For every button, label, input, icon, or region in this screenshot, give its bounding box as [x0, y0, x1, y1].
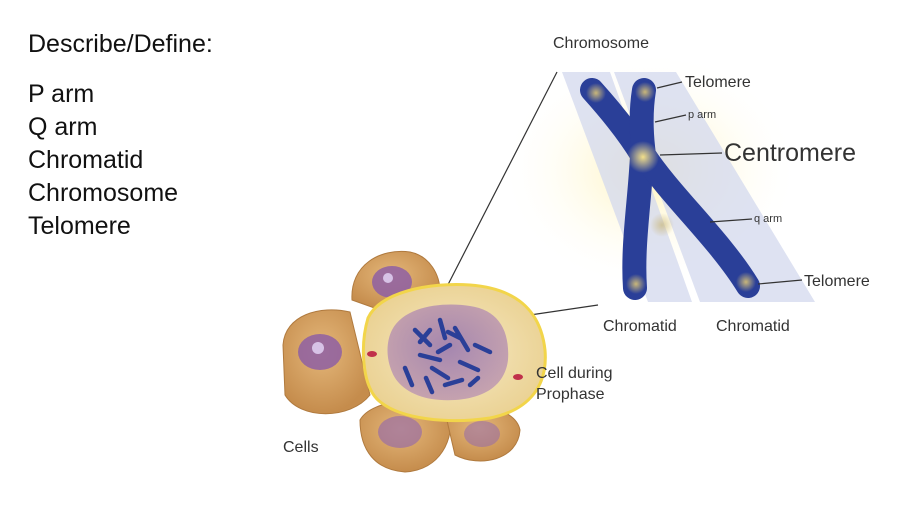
cell-nucleus [372, 266, 412, 298]
centrosome [367, 351, 377, 357]
term-item: P arm [28, 80, 95, 108]
leader-telomere-bottom [757, 279, 803, 285]
telomere-tip [586, 83, 606, 103]
label-telomere-top: Telomere [685, 74, 751, 91]
nucleolus [383, 273, 393, 283]
centromere-spot [627, 141, 659, 173]
label-p-arm: p arm [688, 109, 716, 121]
prompt-title: Describe/Define: [28, 30, 213, 58]
leader-q-arm [709, 218, 753, 223]
term-item: Q arm [28, 113, 98, 141]
cell-cluster [282, 250, 547, 473]
chromatid-band-right [614, 72, 815, 302]
leader-p-arm [654, 114, 687, 123]
label-cells: Cells [283, 439, 319, 456]
condensed-chromosomes [402, 317, 493, 395]
term-item: Telomere [28, 212, 131, 240]
label-chromatid-right: Chromatid [716, 318, 790, 335]
leader-telomere-top [656, 81, 683, 89]
centrosome [513, 374, 523, 380]
label-q-arm: q arm [754, 213, 782, 225]
term-item: Chromosome [28, 179, 179, 207]
label-chromosome: Chromosome [553, 35, 649, 52]
telomere-tip [635, 82, 655, 102]
telomere-tip [736, 272, 756, 292]
label-cell-prophase-line1: Cell during [536, 365, 612, 382]
chromatid-band-left [562, 72, 692, 302]
prompt-text: Describe/Define: P arm Q arm Chromatid C… [28, 28, 213, 243]
cell-nucleus [464, 421, 500, 447]
chromatid-highlight [650, 213, 674, 237]
chromosome-magnified [500, 50, 815, 302]
term-list: P arm Q arm Chromatid Chromosome Telomer… [28, 78, 213, 243]
label-chromatid-left: Chromatid [603, 318, 677, 335]
term-item: Chromatid [28, 146, 144, 174]
label-telomere-bottom: Telomere [804, 273, 870, 290]
leader-centromere [659, 152, 723, 156]
label-cell-prophase-line2: Prophase [536, 386, 605, 403]
cell-nucleus [378, 416, 422, 448]
label-centromere: Centromere [724, 139, 856, 167]
zoom-line-upper [435, 71, 558, 309]
telomere-tip [626, 274, 646, 294]
nucleolus [312, 342, 324, 354]
